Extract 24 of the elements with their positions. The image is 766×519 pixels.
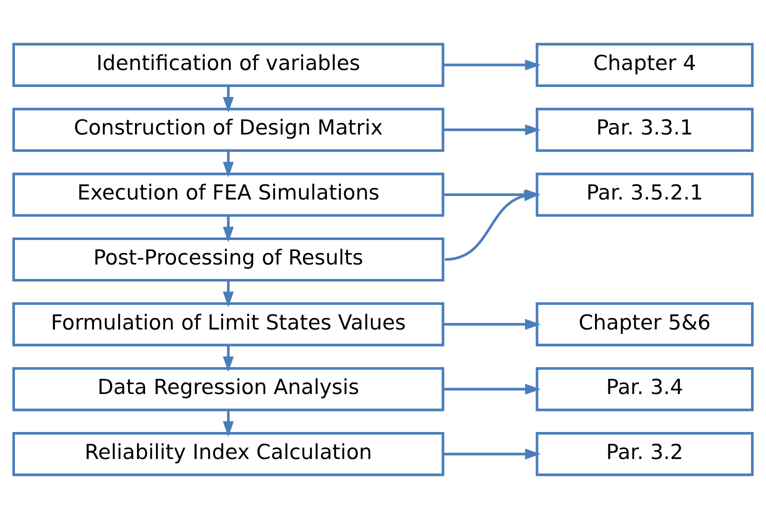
arrow: [443, 59, 541, 70]
arrow: [222, 410, 234, 437]
arrow: [222, 86, 234, 113]
node-box: Execution of FEA Simulations: [12, 172, 444, 217]
node-box: Post-Processing of Results: [12, 237, 444, 282]
arrow: [443, 448, 541, 460]
node-box: Formulation of Limit States Values: [12, 302, 444, 346]
node-box: Chapter 5&6: [536, 302, 754, 346]
arrow: [222, 150, 234, 178]
node-box: Reliability Index Calculation: [12, 432, 444, 476]
arrow: [222, 216, 234, 242]
arrow: [222, 280, 234, 308]
arrow: [443, 384, 541, 395]
node-box: Par. 3.3.1: [536, 108, 754, 152]
arrow: [222, 345, 234, 372]
node-box: Par. 3.2: [536, 432, 754, 476]
node-box: Par. 3.5.2.1: [536, 172, 754, 217]
arrow: [443, 318, 541, 330]
node-box: Chapter 4: [536, 42, 754, 87]
node-box: Construction of Design Matrix: [12, 108, 444, 152]
node-box: Par. 3.4: [536, 367, 754, 412]
node-box: Data Regression Analysis: [12, 367, 444, 412]
node-box: Identification of variables: [12, 42, 444, 87]
arrow: [443, 124, 541, 136]
